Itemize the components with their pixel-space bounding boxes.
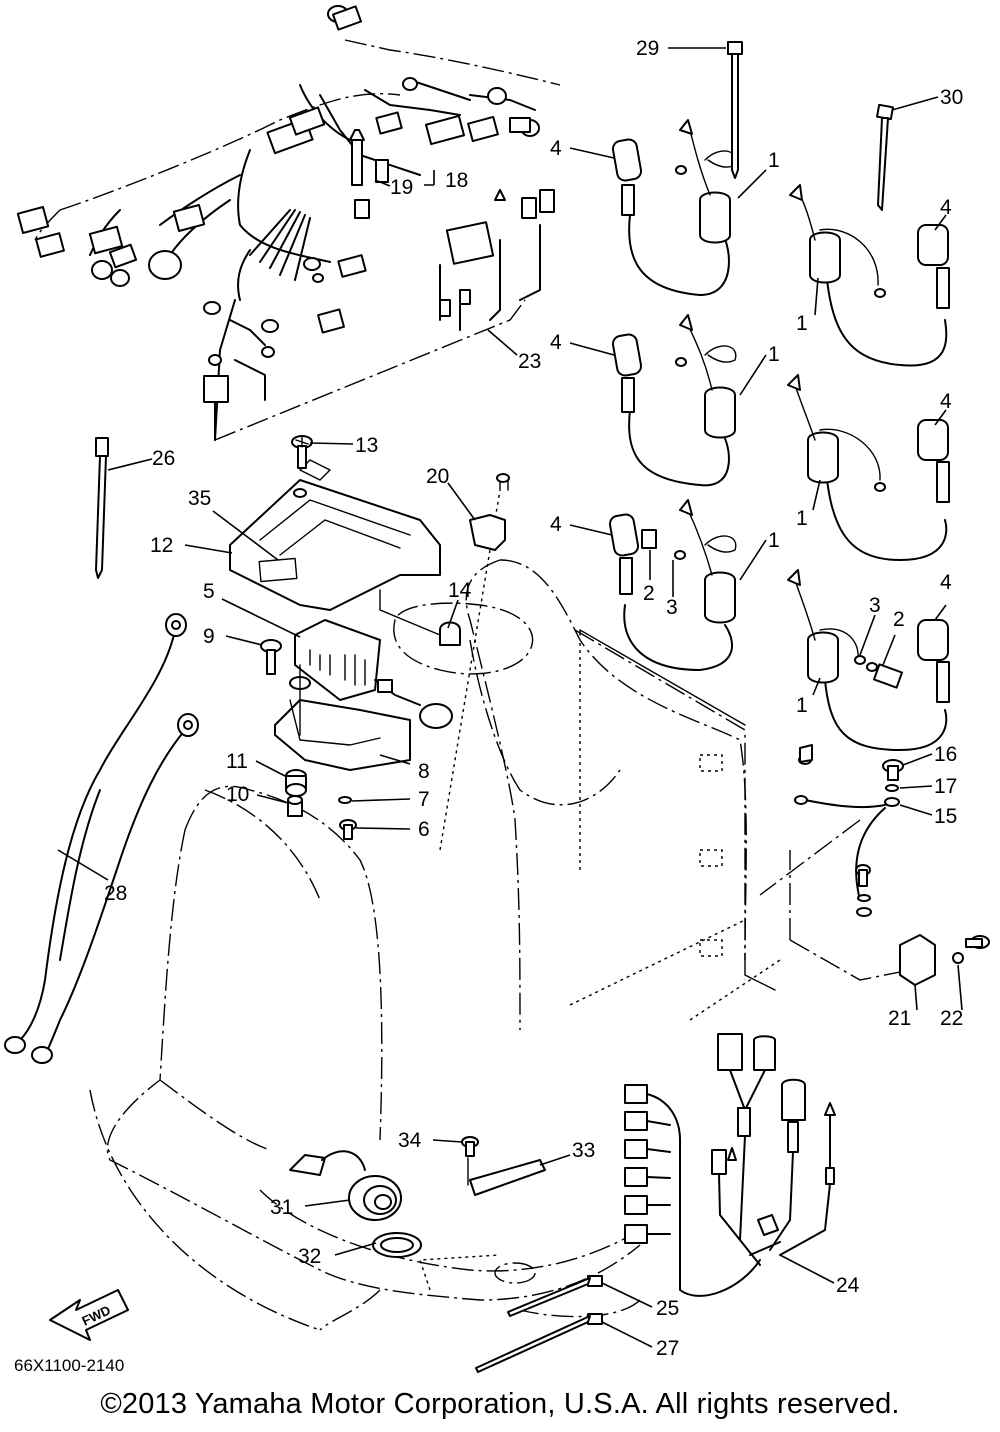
callout-30: 30: [940, 86, 963, 109]
cdi-cover: [229, 435, 441, 636]
callout-16: 16: [934, 743, 957, 766]
callout-13: 13: [355, 434, 378, 457]
callout-8: 8: [418, 760, 430, 783]
callout-18: 18: [445, 169, 468, 192]
callout-28: 28: [104, 882, 127, 905]
callout-1: 1: [768, 343, 780, 366]
callout-29: 29: [636, 37, 659, 60]
callout-35: 35: [188, 487, 211, 510]
callout-17: 17: [934, 775, 957, 798]
callout-4: 4: [550, 331, 562, 354]
cowling-frame: [419, 489, 911, 1291]
cable-ties: [95, 41, 894, 1373]
callout-33: 33: [572, 1139, 595, 1162]
callout-11: 11: [226, 750, 248, 773]
callout-14: 14: [448, 579, 472, 602]
callout-34: 34: [398, 1129, 422, 1152]
ground-terminals: [794, 744, 990, 986]
callout-15: 15: [934, 805, 957, 828]
callout-3: 3: [869, 594, 881, 617]
callout-1: 1: [796, 507, 808, 530]
callout-27: 27: [656, 1337, 679, 1360]
callout-19: 19: [390, 176, 413, 199]
callout-24: 24: [836, 1274, 860, 1297]
callout-4: 4: [550, 137, 562, 160]
callout-1: 1: [796, 312, 808, 335]
callout-20: 20: [426, 465, 449, 488]
main-wiring-harness: [16, 5, 561, 441]
diagram-code: 66X1100-2140: [14, 1356, 125, 1375]
callout-10: 10: [226, 783, 249, 806]
clamps: [439, 473, 510, 646]
fwd-arrow: FWD: [49, 1289, 129, 1341]
callout-21: 21: [888, 1007, 911, 1030]
battery-cable: [4, 613, 199, 1064]
callout-1: 1: [768, 529, 780, 552]
lower-grommets: [289, 1136, 546, 1258]
callout-22: 22: [940, 1007, 963, 1030]
callout-1: 1: [768, 149, 780, 172]
copyright-notice: ©2013 Yamaha Motor Corporation, U.S.A. A…: [100, 1388, 900, 1420]
callout-26: 26: [152, 447, 175, 470]
rectifier-regulator: [260, 619, 453, 840]
callout-32: 32: [298, 1245, 321, 1268]
callout-5: 5: [203, 580, 215, 603]
ignition-coil-group: [608, 119, 950, 751]
callout-2: 2: [643, 582, 655, 605]
callout-numbers: 29 30 4 1 4 1 19 18 23 4 1 4 1 26 13 20 …: [104, 37, 963, 1360]
callout-1: 1: [796, 694, 808, 717]
callout-7: 7: [418, 788, 430, 811]
callout-9: 9: [203, 625, 215, 648]
callout-2: 2: [893, 608, 905, 631]
callout-4: 4: [940, 196, 952, 219]
engine-outline: [89, 559, 747, 1331]
sub-wiring-harness: [624, 1033, 836, 1297]
callout-12: 12: [150, 534, 173, 557]
callout-4: 4: [940, 571, 952, 594]
leader-lines: [57, 47, 963, 1348]
callout-3: 3: [666, 596, 678, 619]
callout-4: 4: [940, 390, 952, 413]
callout-25: 25: [656, 1297, 679, 1320]
callout-4: 4: [550, 513, 562, 536]
callout-6: 6: [418, 818, 430, 841]
callout-31: 31: [270, 1196, 293, 1219]
callout-23: 23: [518, 350, 541, 373]
